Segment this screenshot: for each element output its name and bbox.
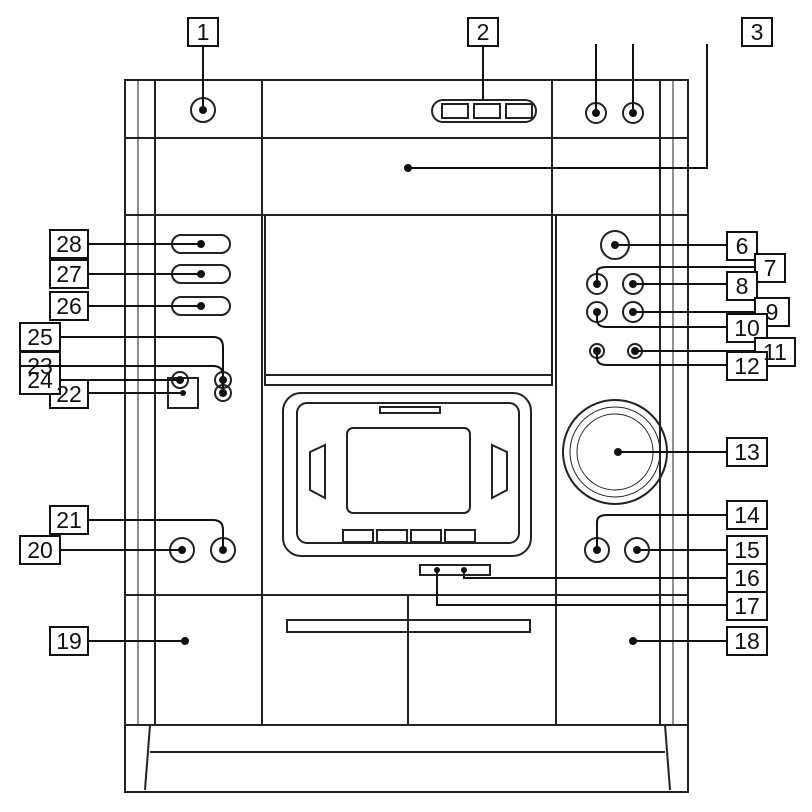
callout-box-24 bbox=[19, 365, 61, 395]
callout-box-14 bbox=[726, 500, 768, 530]
callout-label-26: 26 bbox=[56, 293, 82, 319]
callout-label-1: 1 bbox=[197, 19, 210, 45]
callout-box-7 bbox=[754, 253, 786, 283]
callout-label-2: 2 bbox=[477, 19, 490, 45]
callout-label-7: 7 bbox=[764, 255, 777, 281]
callout-label-27: 27 bbox=[56, 261, 82, 287]
callout-box-6 bbox=[726, 231, 758, 261]
callout-label-19: 19 bbox=[56, 628, 82, 654]
callout-box-2 bbox=[467, 17, 499, 47]
callout-label-21: 21 bbox=[56, 507, 82, 533]
callout-box-12 bbox=[726, 351, 768, 381]
callout-box-19 bbox=[49, 626, 89, 656]
callout-label-3: 3 bbox=[751, 19, 764, 45]
leader-3 bbox=[408, 44, 708, 169]
callout-label-22: 22 bbox=[56, 381, 82, 407]
unit-outer-body bbox=[124, 79, 689, 793]
leader-23 bbox=[60, 365, 224, 393]
leader-17 bbox=[436, 570, 727, 606]
leader-12 bbox=[596, 351, 727, 366]
callout-label-13: 13 bbox=[734, 439, 760, 465]
dot-1 bbox=[199, 106, 207, 114]
callout-label-16: 16 bbox=[734, 565, 760, 591]
callout-label-6: 6 bbox=[736, 233, 749, 259]
control-2-a bbox=[441, 103, 469, 119]
control-2-c bbox=[505, 103, 533, 119]
display-button-row bbox=[264, 374, 553, 386]
cassette-left-hub bbox=[309, 443, 326, 500]
callout-box-27 bbox=[49, 259, 89, 289]
callout-box-9 bbox=[754, 297, 790, 327]
dot-5 bbox=[629, 109, 637, 117]
callout-box-28 bbox=[49, 229, 89, 259]
callout-label-10: 10 bbox=[734, 315, 760, 341]
cassette-button-1 bbox=[342, 529, 374, 543]
callout-box-13 bbox=[726, 437, 768, 467]
unit-base bbox=[125, 724, 688, 791]
leader-7 bbox=[596, 266, 755, 284]
cassette-deck-frame bbox=[296, 402, 520, 544]
cassette-right-hub bbox=[491, 443, 508, 500]
leader-21 bbox=[60, 519, 224, 550]
callout-box-26 bbox=[49, 291, 89, 321]
callout-box-20 bbox=[19, 535, 61, 565]
callout-box-1 bbox=[187, 17, 219, 47]
callout-label-9: 9 bbox=[766, 299, 779, 325]
dot-4 bbox=[592, 109, 600, 117]
callout-box-15 bbox=[726, 535, 768, 565]
callout-label-12: 12 bbox=[734, 353, 760, 379]
callout-label-20: 20 bbox=[27, 537, 53, 563]
display-window bbox=[264, 214, 553, 376]
callout-box-8 bbox=[726, 271, 758, 301]
callout-label-24: 24 bbox=[27, 367, 53, 393]
leader-25 bbox=[60, 336, 224, 380]
cassette-window bbox=[346, 427, 471, 514]
control-2-b bbox=[473, 103, 501, 119]
cassette-top-slot bbox=[379, 406, 441, 414]
callout-label-18: 18 bbox=[734, 628, 760, 654]
callout-box-10 bbox=[726, 313, 768, 343]
callout-box-3 bbox=[741, 17, 773, 47]
callout-label-8: 8 bbox=[736, 273, 749, 299]
small-switches bbox=[419, 564, 491, 576]
callout-box-17 bbox=[726, 591, 768, 621]
cassette-button-2 bbox=[376, 529, 408, 543]
leader-10 bbox=[596, 312, 727, 328]
cassette-deck-outer bbox=[282, 392, 532, 557]
callout-label-23: 23 bbox=[27, 353, 53, 379]
callout-box-25 bbox=[19, 322, 61, 352]
cassette-button-4 bbox=[444, 529, 476, 543]
callout-label-25: 25 bbox=[27, 324, 53, 350]
callout-box-18 bbox=[726, 626, 768, 656]
callout-label-28: 28 bbox=[56, 231, 82, 257]
callout-label-17: 17 bbox=[734, 593, 760, 619]
callout-label-11: 11 bbox=[763, 339, 787, 365]
callout-box-16 bbox=[726, 563, 768, 593]
callout-box-21 bbox=[49, 505, 89, 535]
callout-label-15: 15 bbox=[734, 537, 760, 563]
leader-14 bbox=[596, 514, 727, 550]
cassette-button-3 bbox=[410, 529, 442, 543]
callout-label-14: 14 bbox=[734, 502, 760, 528]
leader-16 bbox=[463, 570, 727, 579]
